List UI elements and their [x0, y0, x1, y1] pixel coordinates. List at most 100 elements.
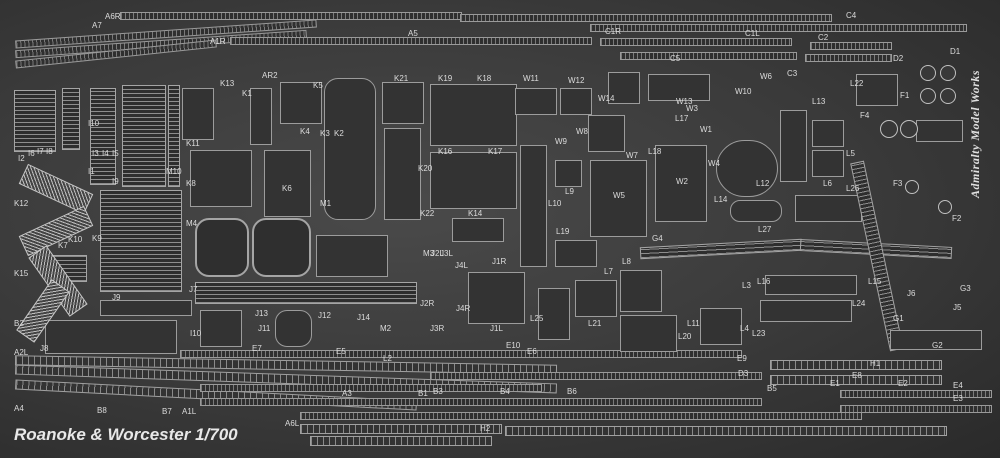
part-label: W8	[576, 127, 588, 136]
part-label: I2	[18, 154, 25, 163]
part-label: K7	[58, 241, 68, 250]
part-label: E8	[852, 371, 862, 380]
part-label: L11	[687, 319, 700, 328]
etched-part	[716, 140, 778, 197]
etched-part	[560, 88, 592, 115]
part-label: I7	[37, 147, 44, 156]
part-label: W7	[626, 151, 638, 160]
part-label: L18	[648, 147, 662, 156]
part-label: I3	[92, 149, 99, 158]
part-label: B4	[500, 387, 510, 396]
part-label: G1	[893, 314, 904, 323]
railing-strip	[430, 372, 762, 380]
part-label: G3	[960, 284, 971, 293]
part-label: W4	[708, 159, 720, 168]
etched-part	[190, 150, 252, 207]
part-label: K3	[320, 129, 330, 138]
etched-part	[916, 120, 963, 142]
part-label: B8	[97, 406, 107, 415]
round-part	[905, 180, 919, 194]
part-label: L13	[812, 97, 826, 106]
part-label: K14	[468, 209, 483, 218]
part-label: E9	[737, 354, 747, 363]
round-part	[940, 65, 956, 81]
part-label: L7	[604, 267, 613, 276]
part-label: J11	[258, 324, 271, 333]
part-label: L12	[756, 179, 770, 188]
part-label: L5	[846, 149, 855, 158]
part-label: G4	[652, 234, 663, 243]
part-label: J3L	[440, 249, 453, 258]
part-label: J13	[255, 309, 268, 318]
part-label: L8	[622, 257, 631, 266]
part-label: M10	[166, 167, 182, 176]
part-label: D2	[893, 54, 904, 63]
part-label: J6	[907, 289, 916, 298]
round-part	[920, 88, 936, 104]
etched-part	[620, 270, 662, 312]
part-label: W9	[555, 137, 567, 146]
etched-part	[780, 110, 807, 182]
ladder-part	[90, 88, 116, 185]
part-label: L19	[556, 227, 570, 236]
part-label: L20	[678, 332, 692, 341]
part-label: L21	[588, 319, 602, 328]
part-label: K5	[313, 81, 323, 90]
part-label: E1	[830, 379, 840, 388]
ladder-part	[100, 190, 182, 292]
part-label: B6	[567, 387, 577, 396]
part-label: J8	[40, 344, 49, 353]
part-label: F4	[860, 111, 870, 120]
part-label: K18	[477, 74, 492, 83]
part-label: W3	[686, 104, 698, 113]
railing-strip	[770, 375, 942, 385]
part-label: F1	[900, 91, 910, 100]
etched-part	[45, 320, 177, 354]
etched-part	[430, 84, 517, 146]
part-label: E6	[527, 347, 537, 356]
railing-strip	[805, 54, 892, 62]
mesh-ramp	[18, 205, 94, 257]
part-label: K2	[334, 129, 344, 138]
part-label: F3	[893, 179, 903, 188]
part-label: W6	[760, 72, 772, 81]
etched-part	[555, 160, 582, 187]
part-label: D3	[738, 369, 749, 378]
ladder-part	[195, 282, 417, 304]
part-label: J3R	[430, 324, 445, 333]
etched-part	[795, 195, 862, 222]
part-label: C4	[846, 11, 857, 20]
part-label: C1R	[605, 27, 622, 36]
railing-strip	[620, 52, 797, 60]
etched-part	[200, 310, 242, 347]
part-label: K13	[220, 79, 235, 88]
part-label: K9	[92, 234, 102, 243]
etched-part	[812, 120, 844, 147]
part-label: L16	[757, 277, 771, 286]
railing-strip	[180, 350, 742, 358]
part-label: E3	[953, 394, 963, 403]
part-label: L17	[675, 114, 689, 123]
railing-strip	[200, 384, 542, 392]
etched-part	[760, 300, 852, 322]
etched-part	[452, 218, 504, 242]
etched-part	[275, 310, 312, 347]
railing-strip	[840, 405, 992, 413]
crane-boom	[639, 238, 803, 260]
part-label: M2	[380, 324, 392, 333]
ladder-part	[122, 85, 166, 187]
round-part	[938, 200, 952, 214]
part-label: L26	[846, 184, 860, 193]
part-label: W10	[735, 87, 752, 96]
part-label: L6	[823, 179, 832, 188]
etched-part	[324, 78, 376, 220]
part-label: A4	[14, 404, 24, 413]
part-label: I6	[28, 149, 35, 158]
etched-part	[520, 145, 547, 267]
part-label: L9	[565, 187, 574, 196]
part-label: AR2	[262, 71, 278, 80]
part-label: K8	[186, 179, 196, 188]
part-label: J4R	[456, 304, 471, 313]
etched-part	[280, 82, 322, 124]
part-label: L25	[530, 314, 544, 323]
